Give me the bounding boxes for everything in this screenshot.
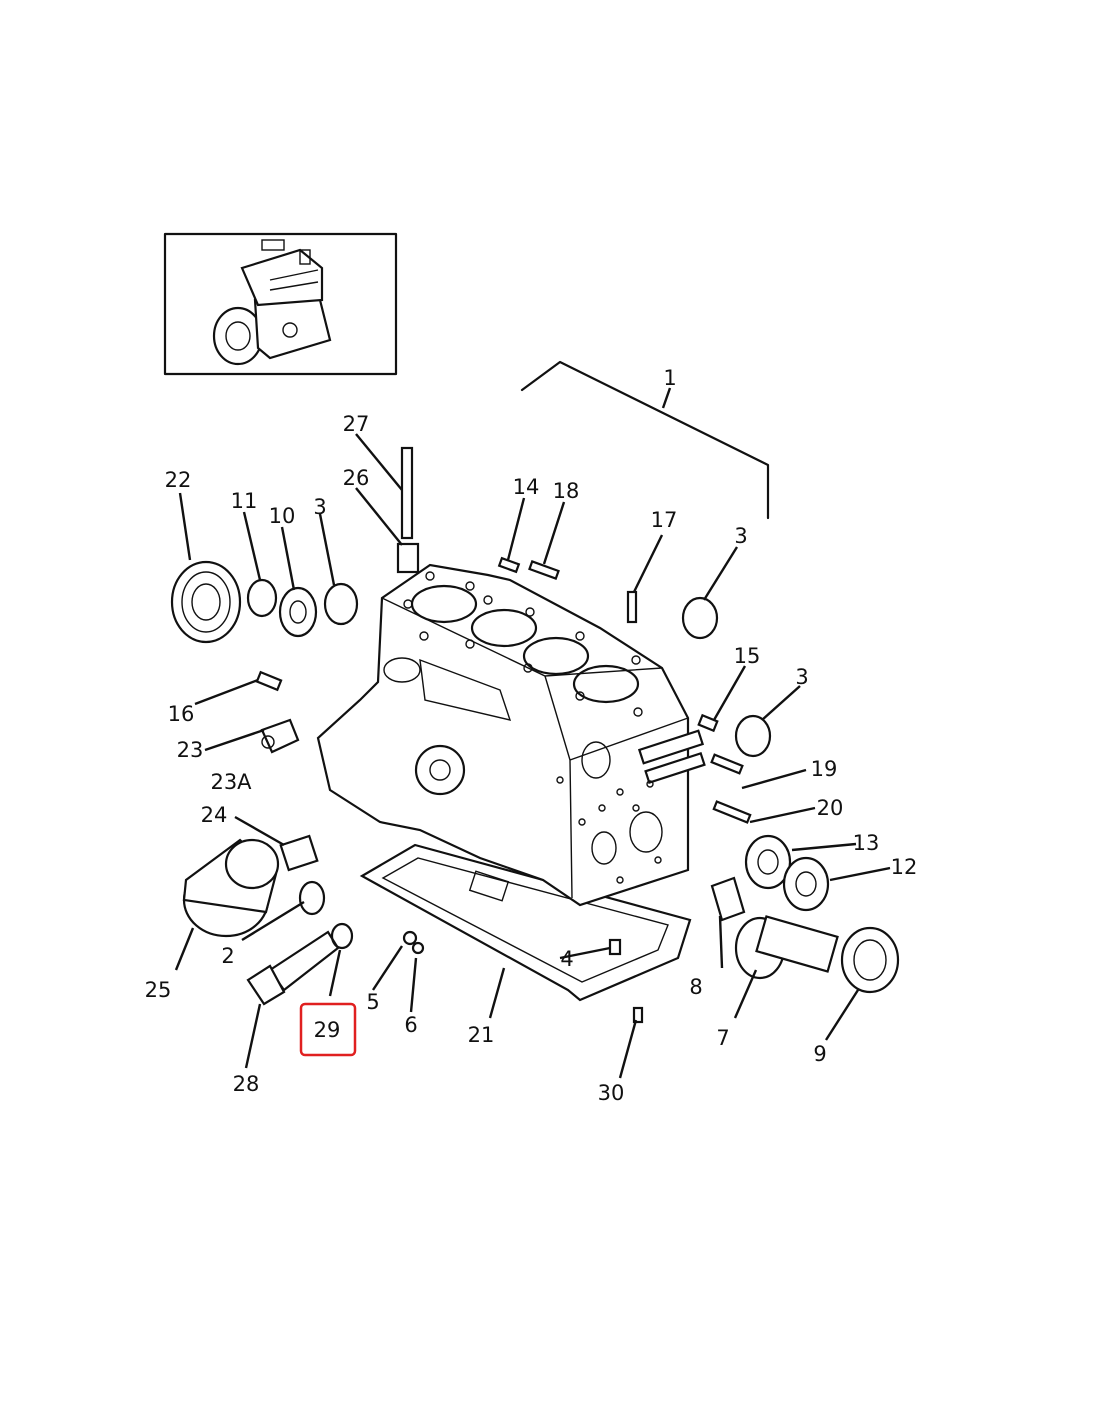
assembly-bracket bbox=[520, 360, 770, 520]
oil-pan-gasket bbox=[359, 843, 692, 1002]
callout-5: 5 bbox=[366, 990, 379, 1014]
callout-8: 8 bbox=[689, 975, 702, 999]
callout-13: 13 bbox=[853, 831, 880, 855]
callout-11: 11 bbox=[231, 489, 258, 513]
locator-inset bbox=[163, 232, 398, 376]
callout-23: 23 bbox=[177, 738, 204, 762]
callout-9: 9 bbox=[813, 1042, 826, 1066]
callout-12: 12 bbox=[891, 855, 918, 879]
callout-3-top-right: 3 bbox=[734, 524, 747, 548]
parts bbox=[170, 446, 900, 1024]
callout-6: 6 bbox=[404, 1013, 417, 1037]
callouts: 1 2 3 3 3 4 5 6 7 8 9 10 11 12 13 14 15 … bbox=[145, 366, 918, 1105]
callout-28: 28 bbox=[233, 1072, 260, 1096]
callout-19: 19 bbox=[811, 757, 838, 781]
callout-4: 4 bbox=[560, 947, 573, 971]
callout-17: 17 bbox=[651, 508, 678, 532]
callout-27: 27 bbox=[343, 412, 370, 436]
callout-24: 24 bbox=[201, 803, 228, 827]
callout-29-highlight-box bbox=[299, 1002, 357, 1057]
callout-1: 1 bbox=[663, 366, 676, 390]
callout-30: 30 bbox=[598, 1081, 625, 1105]
cylinder-block bbox=[316, 563, 706, 907]
callout-20: 20 bbox=[817, 796, 844, 820]
callout-7: 7 bbox=[716, 1026, 729, 1050]
callout-15: 15 bbox=[734, 644, 761, 668]
callout-3-mid-right: 3 bbox=[795, 665, 808, 689]
callout-14: 14 bbox=[513, 475, 540, 499]
leader-lines bbox=[174, 387, 891, 1079]
callout-3-left: 3 bbox=[313, 495, 326, 519]
engine-locator-icon bbox=[212, 239, 332, 366]
callout-23a: 23A bbox=[210, 770, 252, 794]
callout-29: 29 bbox=[314, 1018, 341, 1042]
callout-16: 16 bbox=[168, 702, 195, 726]
callout-2: 2 bbox=[221, 944, 234, 968]
callout-26: 26 bbox=[343, 466, 370, 490]
callout-22: 22 bbox=[165, 468, 192, 492]
callout-21: 21 bbox=[468, 1023, 495, 1047]
callout-10: 10 bbox=[269, 504, 296, 528]
callout-18: 18 bbox=[553, 479, 580, 503]
callout-25: 25 bbox=[145, 978, 172, 1002]
